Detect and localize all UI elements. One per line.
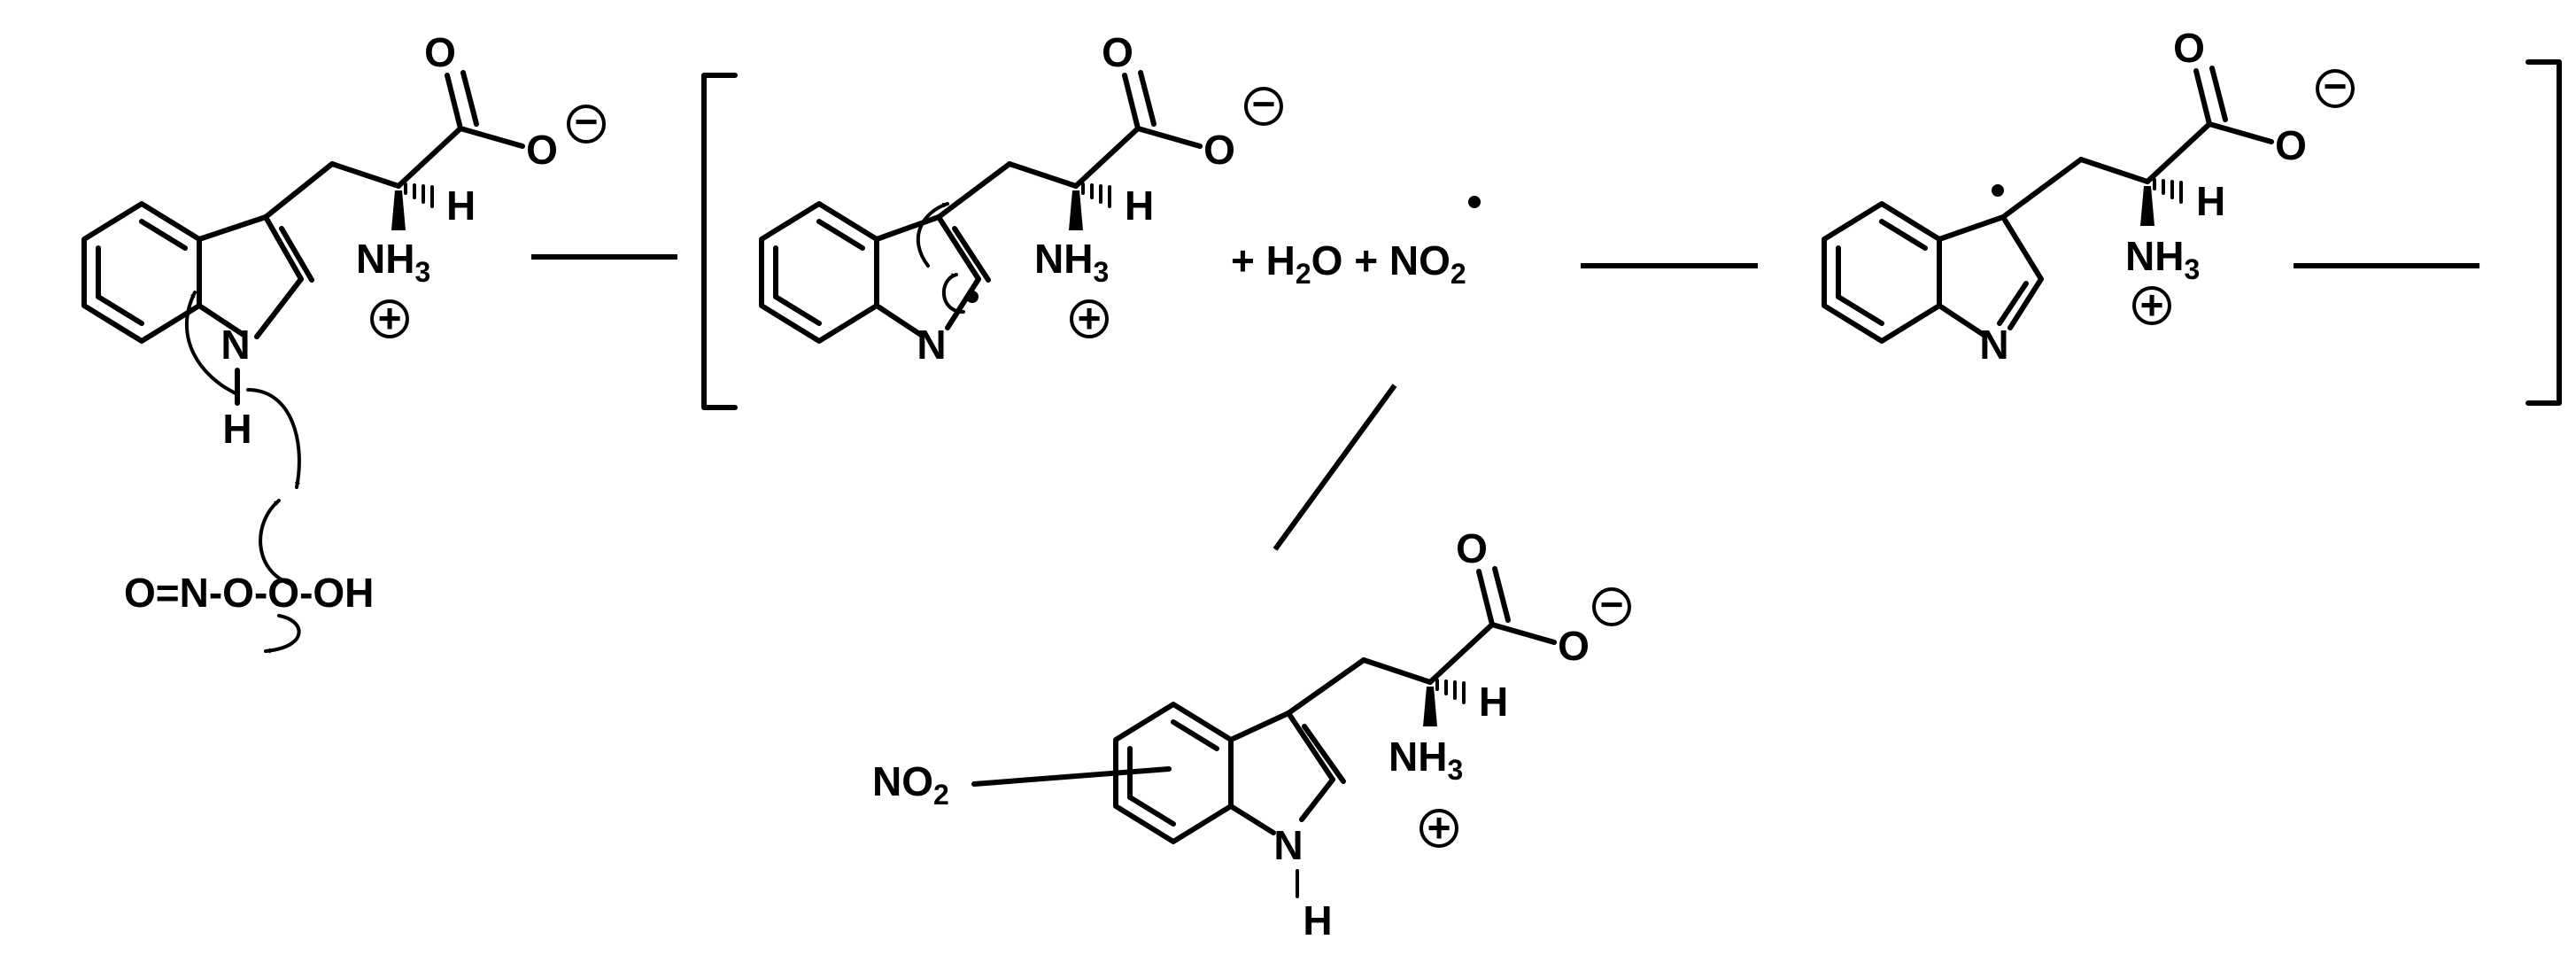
side-chain-3 bbox=[2000, 66, 2274, 226]
carboxylate-oxygen: O bbox=[526, 127, 558, 173]
positive-charge: + bbox=[2132, 282, 2171, 328]
nitrotryptophan-product: O O − H NH3 + N H NO2 bbox=[872, 525, 1631, 943]
svg-text:+: + bbox=[2140, 282, 2164, 328]
radical-intermediate: O O − H NH3 + N bbox=[759, 29, 1283, 368]
byproducts-text: + H2O + NO2 bbox=[1231, 237, 1466, 290]
side-chain-2 bbox=[936, 70, 1203, 230]
byproducts: + H2O + NO2 bbox=[1231, 196, 1481, 290]
side-chain-4 bbox=[1286, 566, 1557, 726]
alpha-hydrogen: H bbox=[446, 182, 476, 229]
hash-bond bbox=[1435, 679, 1466, 704]
radical-dot bbox=[966, 291, 979, 303]
radical-dot bbox=[1468, 196, 1481, 208]
pyrrole-ring-2 bbox=[874, 214, 991, 338]
wedge-bond bbox=[1069, 190, 1083, 230]
hash-bond bbox=[404, 182, 434, 208]
benzene-ring-1 bbox=[81, 201, 202, 344]
radical-dot bbox=[1992, 184, 2004, 197]
indole-hydrogen: H bbox=[1303, 897, 1332, 943]
floating-nitro-bond bbox=[971, 766, 1172, 787]
left-bracket bbox=[701, 73, 738, 410]
alpha-hydrogen: H bbox=[2196, 178, 2225, 224]
carboxylate-oxygen: O bbox=[1558, 623, 1590, 669]
peroxynitrous-acid: O=N-O-O-OH bbox=[124, 570, 374, 616]
ammonium-group: NH3 bbox=[356, 236, 430, 288]
wedge-bond bbox=[391, 190, 406, 230]
svg-text:+: + bbox=[378, 295, 402, 341]
carboxylate-oxygen: O bbox=[2275, 122, 2307, 168]
pyrrole-ring-4 bbox=[1228, 710, 1346, 835]
svg-text:−: − bbox=[1252, 81, 1276, 127]
svg-text:−: − bbox=[575, 98, 599, 144]
svg-text:+: + bbox=[1427, 804, 1451, 850]
ammonium-group: NH3 bbox=[1389, 734, 1463, 786]
alpha-hydrogen: H bbox=[1479, 679, 1508, 725]
side-chain-1 bbox=[263, 70, 525, 230]
tryptophan-reactant: O O − H NH3 + N H O=N-O-O-OH bbox=[81, 29, 606, 654]
alpha-hydrogen: H bbox=[1125, 182, 1154, 229]
negative-charge: − bbox=[567, 98, 606, 144]
product-arrow bbox=[1273, 384, 1397, 551]
negative-charge: − bbox=[1244, 81, 1283, 127]
pyrrole-ring-3 bbox=[1937, 214, 2044, 338]
curved-arrows-1 bbox=[184, 291, 301, 654]
carbonyl-oxygen: O bbox=[2173, 25, 2205, 71]
hash-bond bbox=[1081, 182, 1111, 208]
svg-text:−: − bbox=[1600, 581, 1624, 627]
wedge-bond bbox=[1423, 687, 1437, 726]
positive-charge: + bbox=[1070, 295, 1109, 341]
negative-charge: − bbox=[2316, 63, 2355, 109]
positive-charge: + bbox=[1420, 804, 1458, 850]
nitro-group: NO2 bbox=[872, 758, 949, 811]
carbonyl-oxygen: O bbox=[1102, 29, 1133, 75]
curved-arrows-2 bbox=[916, 202, 965, 314]
pyrrole-ring-1 bbox=[197, 214, 314, 339]
benzene-ring-3 bbox=[1822, 201, 1942, 344]
indole-nitrogen: N bbox=[1273, 822, 1303, 868]
hash-bond bbox=[2153, 178, 2183, 204]
ammonium-group: NH3 bbox=[2125, 233, 2200, 285]
carbonyl-oxygen: O bbox=[1456, 525, 1488, 571]
svg-text:+: + bbox=[1078, 295, 1102, 341]
ammonium-group: NH3 bbox=[1034, 236, 1109, 288]
svg-text:−: − bbox=[2324, 63, 2348, 109]
positive-charge: + bbox=[370, 295, 409, 341]
indole-hydrogen: H bbox=[222, 406, 251, 452]
indole-nitrogen: N bbox=[1979, 322, 2008, 368]
indole-nitrogen: N bbox=[917, 322, 946, 368]
negative-charge: − bbox=[1592, 581, 1631, 627]
right-bracket bbox=[2526, 59, 2562, 406]
wedge-bond bbox=[2140, 186, 2154, 226]
indole-nitrogen: N bbox=[220, 322, 250, 368]
resonance-structure: O O − H NH3 + N bbox=[1822, 25, 2355, 368]
carboxylate-oxygen: O bbox=[1203, 127, 1235, 173]
carbonyl-oxygen: O bbox=[424, 29, 456, 75]
benzene-ring-2 bbox=[759, 201, 879, 344]
